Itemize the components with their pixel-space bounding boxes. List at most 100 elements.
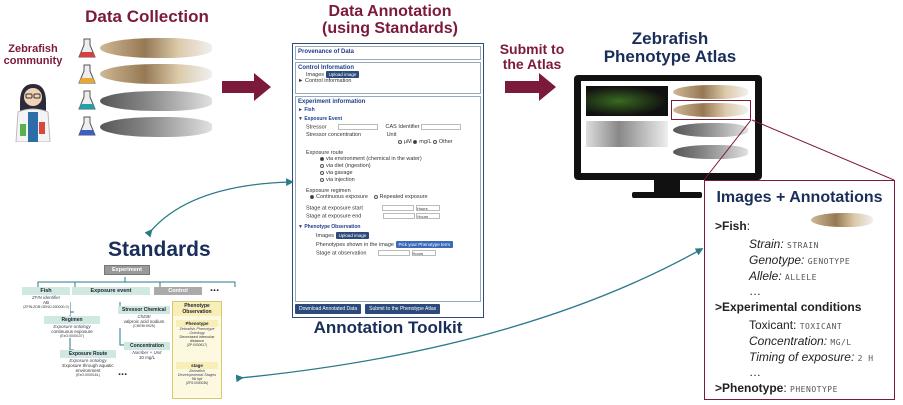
- fish-toggle[interactable]: ► Fish: [298, 107, 315, 113]
- images-annotations-title: Images + Annotations: [716, 189, 883, 206]
- annotations-panel: Images + Annotations >Fish: Strain: STRA…: [704, 180, 895, 400]
- submit-line2: the Atlas: [502, 55, 562, 72]
- monitor-base: [632, 192, 702, 198]
- provenance-section[interactable]: Provenance of Data: [295, 46, 481, 60]
- route-radio-injection[interactable]: [320, 178, 324, 182]
- annotation-toolkit-panel: Provenance of Data Control Information I…: [292, 43, 484, 318]
- exposure-event-toggle[interactable]: ▼ Exposure Event: [298, 116, 343, 122]
- timing-row: Timing of exposure: 2 H: [749, 350, 874, 364]
- exp-conditions-heading: >Experimental conditions: [715, 300, 862, 314]
- tree-node-fish: Fish ZFIN identifier AB (ZFIN:ZDB-GENO-0…: [22, 287, 70, 315]
- expand-triangle-icon[interactable]: ►: [298, 78, 304, 84]
- phenotype-images-label: Images: [316, 233, 335, 240]
- data-annotation-line1: Data Annotation: [328, 3, 452, 20]
- unit-radio-um[interactable]: [398, 140, 402, 144]
- zoom-lines: [703, 119, 895, 181]
- control-title: Control Information: [298, 65, 354, 71]
- unit-radio-other[interactable]: [432, 140, 437, 144]
- control-images-label: Images: [306, 72, 325, 78]
- download-annotated-button[interactable]: Download Annotated Data: [295, 304, 362, 314]
- tree-ellipsis: ...: [210, 282, 220, 294]
- stage-start-input[interactable]: [382, 205, 415, 212]
- regimen-repeated: Repeated exposure: [379, 194, 428, 201]
- fish-label: Fish: [304, 107, 315, 113]
- fish-ellipsis: …: [749, 284, 761, 298]
- tree-node-phenotype: Phenotype Zebrafish Phenotype Ontology D…: [176, 320, 218, 347]
- genotype-row: Genotype: GENOTYPE: [749, 253, 851, 267]
- atlas-fish-1: [673, 85, 748, 99]
- flask-icon-1: [78, 38, 96, 58]
- tree-node-stage: stage Zebrafish Developmental Stages 96 …: [176, 362, 218, 385]
- stage-observation-input[interactable]: [377, 250, 410, 257]
- tree-root-experiment: Experiment: [104, 265, 150, 275]
- route-label: Exposure route: [306, 150, 344, 157]
- pick-phenotype-button[interactable]: Pick your Phenotype term: [395, 241, 454, 249]
- tree-node-phenotype-obs: Phenotype Observation Phenotype Zebrafis…: [172, 301, 222, 399]
- fish-image-4: [100, 117, 212, 137]
- phenotype-observation-label: Phenotype Observation: [304, 224, 361, 231]
- upload-image-button-2[interactable]: Upload image: [335, 232, 370, 240]
- arrow-to-atlas: [505, 73, 556, 101]
- provenance-title: Provenance of Data: [298, 49, 355, 55]
- toxicant-row: Toxicant: TOXICANT: [749, 318, 843, 332]
- route-radio-diet[interactable]: [320, 164, 324, 168]
- unit-mgl: mg/L: [419, 139, 432, 146]
- upload-image-button[interactable]: Upload image: [325, 71, 360, 78]
- stage-observation-label: Stage at observation: [316, 250, 367, 257]
- route-diet: via diet (ingestion): [326, 163, 371, 170]
- unit-other: Other: [438, 139, 453, 146]
- atlas-fish-3: [673, 123, 748, 137]
- route-env: via environment (chemical in the water): [326, 156, 422, 163]
- stage-start-label: Stage at exposure start: [306, 205, 363, 212]
- data-collection-title: Data Collection: [85, 7, 209, 26]
- stressor-label: Stressor: [306, 124, 327, 131]
- phenotype-row: >Phenotype: PHENOTYPE: [715, 381, 838, 395]
- regimen-radio-continuous[interactable]: [310, 195, 314, 199]
- monitor-stand: [654, 180, 680, 194]
- exposure-event-label: Exposure Event: [304, 116, 343, 122]
- regimen-radio-repeated[interactable]: [373, 195, 378, 199]
- unit-um: μM: [404, 139, 412, 146]
- fish-image-2: [100, 64, 212, 84]
- tree-node-exposure-event: Exposure event: [72, 287, 150, 295]
- concentration-label: Stressor concentration: [306, 132, 362, 139]
- phenotype-observation-toggle[interactable]: ▼ Phenotype Observation: [298, 224, 361, 231]
- route-radio-env[interactable]: [320, 157, 324, 161]
- atlas-title: Zebrafish Phenotype Atlas: [585, 30, 755, 66]
- experiment-title: Experiment information: [298, 99, 366, 105]
- stage-end-hours-select[interactable]: Hours: [416, 212, 441, 219]
- control-info-toggle[interactable]: Control information: [304, 78, 352, 84]
- standards-title: Standards: [108, 238, 211, 261]
- route-injection: via injection: [326, 177, 355, 184]
- data-annotation-line2: (using Standards): [321, 19, 458, 37]
- tree-node-exposure-route: Exposure Route Exposure ontology Exposur…: [60, 350, 116, 377]
- atlas-line1: Zebrafish: [631, 29, 709, 48]
- annotation-toolkit-title: Annotation Toolkit: [313, 318, 463, 337]
- tree-ellipsis-2: ...: [118, 366, 128, 378]
- submit-line1: Submit to: [499, 41, 565, 57]
- submit-atlas-button[interactable]: Submit to the Phenotype Atlas: [365, 304, 441, 314]
- tree-node-regimen: Regimen Exposure ontology continuous exp…: [44, 316, 100, 338]
- fish-image-3: [100, 91, 212, 111]
- stage-end-label: Stage at exposure end: [306, 213, 362, 220]
- cas-input[interactable]: [421, 124, 462, 130]
- atlas-selected-frame[interactable]: [671, 100, 751, 120]
- control-section: Control Information Images Upload image …: [295, 62, 481, 94]
- unit-radio-mgl[interactable]: [413, 140, 418, 144]
- atlas-image-green: [586, 86, 668, 116]
- strain-row: Strain: STRAIN: [749, 237, 819, 251]
- stressor-input[interactable]: [338, 124, 379, 130]
- route-radio-gavage[interactable]: [320, 171, 324, 175]
- community-line1: Zebrafish: [8, 43, 58, 55]
- fish-image-1: [100, 38, 212, 58]
- stage-observation-hours-select[interactable]: Hours: [411, 250, 436, 257]
- data-annotation-title: Data Annotation (using Standards): [300, 3, 480, 38]
- annotation-fish-thumb: [811, 213, 873, 227]
- tree-node-control: Control: [154, 287, 202, 295]
- community-label: Zebrafish community: [2, 43, 64, 67]
- stage-start-hours-select[interactable]: Hours: [415, 205, 440, 212]
- route-gavage: via gavage: [326, 170, 353, 177]
- flask-icon-2: [78, 64, 96, 84]
- stage-end-input[interactable]: [382, 212, 415, 219]
- flask-icon-4: [78, 116, 96, 136]
